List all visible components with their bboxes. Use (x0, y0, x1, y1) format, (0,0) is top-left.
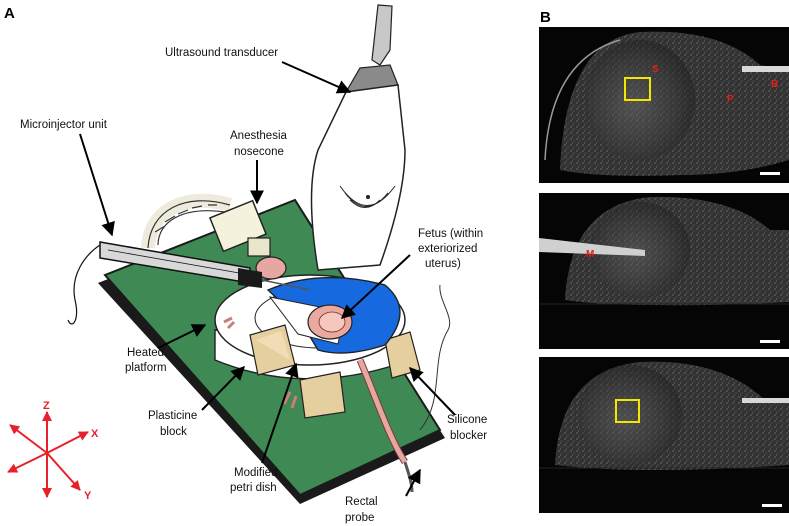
panel-label-a: A (4, 5, 15, 22)
label-silicone-line1: Silicone (447, 414, 487, 426)
axis-label-z: Z (43, 400, 50, 412)
fetus-uterus (307, 304, 353, 340)
ultrasound-image-3 (539, 357, 789, 513)
axis-label-x: X (91, 428, 99, 440)
label-fetus-line1: Fetus (within (418, 228, 483, 240)
label-rectal-line1: Rectal (345, 496, 378, 508)
ultrasound-image-2 (539, 193, 789, 349)
label-microinjector-unit: Microinjector unit (20, 119, 108, 131)
label-heated-line2: platform (125, 362, 167, 374)
label-rectal-line2: probe (345, 512, 374, 524)
label-silicone-line2: blocker (450, 430, 487, 442)
us-label-b: B (771, 79, 778, 90)
label-plasticine-line1: Plasticine (148, 410, 197, 422)
anesthesia-tube (141, 193, 232, 249)
label-petri-line1: Modified (234, 467, 277, 479)
axis-label-y: Y (84, 490, 92, 502)
mouse-head (255, 256, 287, 280)
ultrasound-transducer (310, 4, 406, 271)
mouse-tail (223, 316, 408, 464)
label-fetus-line2: exteriorized (418, 243, 477, 255)
label-fetus-line3: uterus) (425, 258, 461, 270)
us-label-m: M (586, 249, 594, 260)
label-heated-line1: Heated (127, 347, 164, 359)
label-ultrasound-transducer: Ultrasound transducer (165, 47, 278, 59)
leader-arrows (79, 61, 456, 497)
label-anesthesia-line2: nosecone (234, 146, 284, 158)
us-label-s: S (652, 64, 659, 75)
panel-label-b: B (540, 9, 551, 26)
label-anesthesia-line1: Anesthesia (230, 130, 288, 142)
ultrasound-image-1 (539, 27, 789, 183)
microinjector-unit (67, 241, 311, 325)
anesthesia-nosecone (208, 199, 271, 257)
us-label-p: P (727, 94, 734, 105)
axes-indicator (7, 411, 89, 498)
label-petri-line2: petri dish (230, 482, 277, 494)
label-plasticine-line2: block (160, 426, 187, 438)
